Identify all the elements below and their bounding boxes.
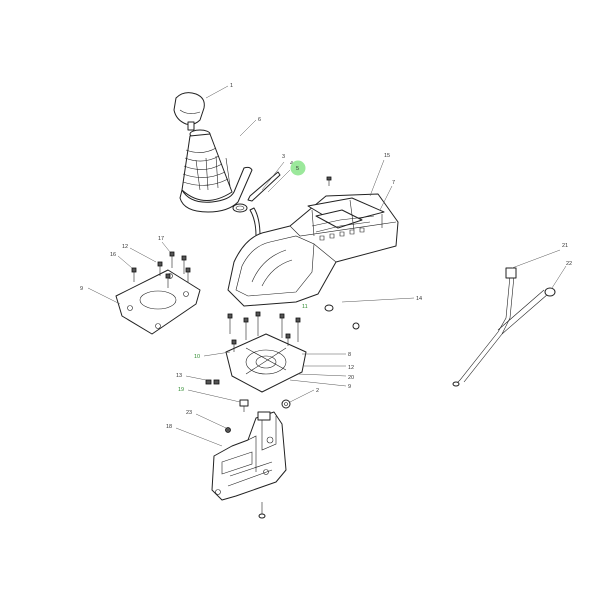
callout-11: 11	[302, 304, 308, 310]
nut-small	[225, 427, 231, 433]
callout-3: 3	[282, 154, 285, 160]
callout-4: 4	[290, 161, 293, 167]
callout-17: 17	[158, 236, 164, 242]
callout-16: 16	[110, 252, 116, 258]
callout-19: 19	[178, 387, 184, 393]
callout-10: 10	[194, 354, 200, 360]
callout-20: 20	[348, 375, 354, 381]
callout-12b: 12	[348, 365, 354, 371]
callout-5: 5	[296, 166, 299, 172]
callout-8: 8	[348, 352, 351, 358]
shift-cable	[452, 267, 556, 387]
callout-6: 6	[258, 117, 261, 123]
console-housing	[227, 193, 399, 307]
callout-7: 7	[392, 180, 395, 186]
callout-12a: 12	[122, 244, 128, 250]
callout-5-highlight	[290, 160, 306, 176]
callout-14: 14	[416, 296, 422, 302]
callout-9b: 9	[348, 384, 351, 390]
washer	[281, 399, 291, 409]
callout-21: 21	[562, 243, 568, 249]
callout-2: 2	[316, 388, 319, 394]
pivot-bolt	[239, 399, 249, 412]
callout-9a: 9	[80, 286, 83, 292]
callout-1: 1	[230, 83, 233, 89]
bottom-bolt	[258, 502, 266, 519]
bolt-set-lower	[227, 311, 301, 352]
gear-knob	[173, 92, 205, 131]
nut	[324, 304, 360, 330]
shifter-housing	[211, 411, 287, 501]
callout-15: 15	[384, 153, 390, 159]
gear-boot	[179, 129, 253, 213]
callout-18: 18	[166, 424, 172, 430]
callout-22: 22	[566, 261, 572, 267]
bolt-set-left	[131, 251, 191, 288]
screw	[326, 176, 332, 186]
clips	[205, 379, 220, 385]
mounting-plate-left	[115, 269, 201, 335]
callout-13: 13	[176, 373, 182, 379]
mounting-plate-lower	[225, 333, 307, 393]
callout-23: 23	[186, 410, 192, 416]
